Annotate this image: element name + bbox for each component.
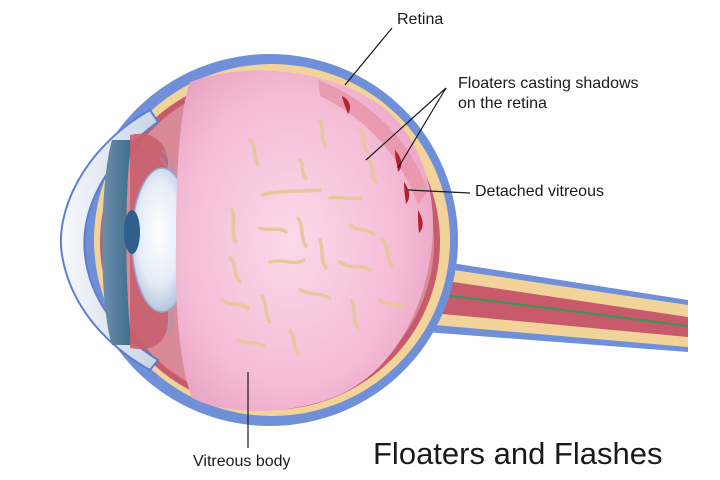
label-floaters: Floaters casting shadows on the retina — [458, 74, 698, 114]
label-floaters-line1: Floaters casting shadows — [458, 74, 698, 94]
label-floaters-line2: on the retina — [458, 94, 698, 114]
retina-leader — [345, 28, 392, 85]
label-vitreous-body: Vitreous body — [193, 452, 291, 472]
pupil-edge — [124, 210, 140, 254]
diagram-title: Floaters and Flashes — [373, 436, 662, 472]
label-retina: Retina — [397, 10, 443, 30]
label-detached-vitreous: Detached vitreous — [475, 182, 604, 202]
